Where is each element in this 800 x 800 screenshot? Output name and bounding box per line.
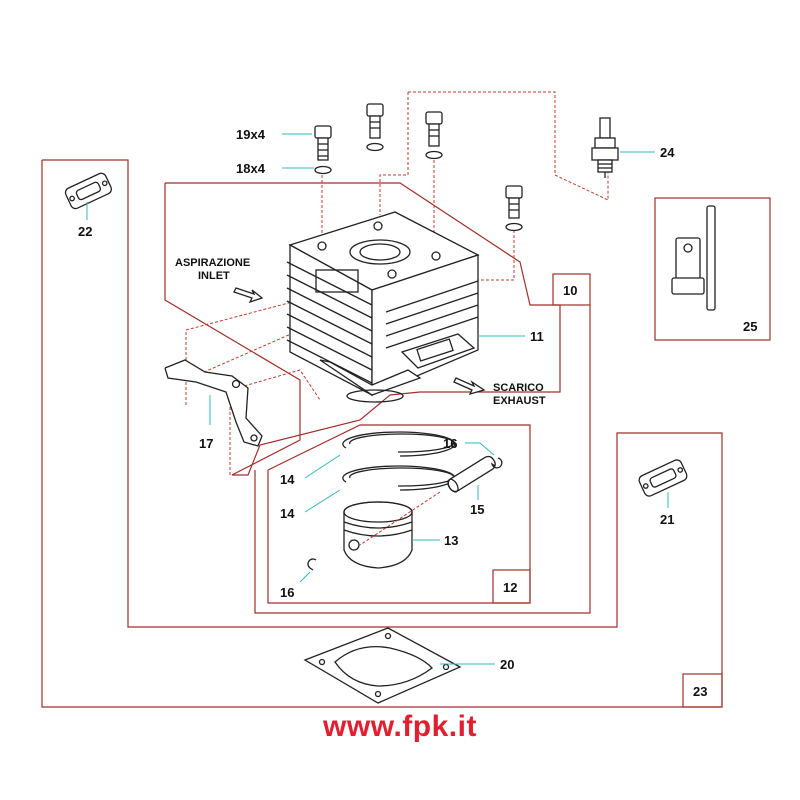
callout-23: 23: [693, 684, 707, 699]
callout-18x4: 18x4: [236, 161, 266, 176]
callout-17: 17: [199, 436, 213, 451]
group-frame-12: [267, 424, 531, 604]
piston-ring-upper: [342, 431, 456, 457]
callout-12: 12: [503, 580, 517, 595]
leader-16a: [465, 442, 495, 456]
dashed-line-17b: [229, 369, 321, 475]
bolt-right: [505, 185, 523, 219]
bracket-17: [164, 359, 263, 447]
bolt-19: [314, 125, 332, 161]
callout-19x4: 19x4: [236, 127, 266, 142]
callout-14-upper: 14: [280, 472, 295, 487]
leader-14a: [304, 454, 341, 479]
base-gasket-20: [303, 627, 462, 704]
piston-13: [343, 501, 413, 569]
washer-top: [366, 142, 384, 152]
callout-24: 24: [660, 145, 675, 160]
intake-label-it: ASPIRAZIONE: [175, 257, 250, 269]
callout-11: 11: [530, 329, 544, 344]
leader-14b: [304, 489, 341, 513]
exhaust-label-en: EXHAUST: [493, 395, 546, 407]
cylinder: [286, 211, 480, 403]
washer-mid: [425, 150, 443, 160]
gasket-21: [638, 459, 688, 497]
washer-18: [314, 165, 332, 175]
dashed-line-pin: [359, 491, 441, 546]
callout-25: 25: [743, 319, 757, 334]
callout-20: 20: [500, 657, 514, 672]
washer-right: [505, 222, 523, 232]
group-frame-10: [164, 182, 561, 476]
group-frame-10-inner: [254, 305, 591, 614]
callout-22: 22: [78, 224, 92, 239]
bolt-mid: [425, 111, 443, 147]
spark-plug: [591, 117, 619, 178]
group-frame-23: [41, 159, 723, 708]
callout-21: 21: [660, 512, 674, 527]
exhaust-label-it: SCARICO: [493, 382, 544, 394]
circlip-lower: [307, 558, 317, 571]
dashed-line-24: [408, 91, 609, 201]
bolt-top: [366, 103, 384, 139]
callout-16-upper: 16: [443, 436, 457, 451]
circlip-upper: [490, 457, 503, 469]
gasket-22: [64, 172, 113, 210]
label-box-12: [492, 569, 531, 604]
label-box-23: [682, 673, 723, 708]
website-watermark: www.fpk.it: [323, 710, 477, 743]
exhaust-flange: [400, 333, 476, 369]
group-frame-25: [654, 197, 771, 341]
leader-16b: [299, 571, 311, 583]
intake-label-en: INLET: [198, 270, 230, 282]
callout-14-lower: 14: [280, 506, 295, 521]
callout-16-lower: 16: [280, 585, 294, 600]
tool-rod: [706, 205, 716, 311]
exhaust-arrow: [453, 377, 486, 396]
callout-15: 15: [470, 502, 484, 517]
piston-pin-15: [447, 455, 496, 493]
intake-arrow: [233, 287, 264, 304]
dashed-line-bolt-top: [379, 92, 409, 215]
label-box-10: [552, 273, 591, 306]
piston-ring-lower: [342, 465, 456, 491]
callout-10: 10: [563, 283, 577, 298]
callout-13: 13: [444, 533, 458, 548]
tool-socket: [671, 237, 705, 295]
